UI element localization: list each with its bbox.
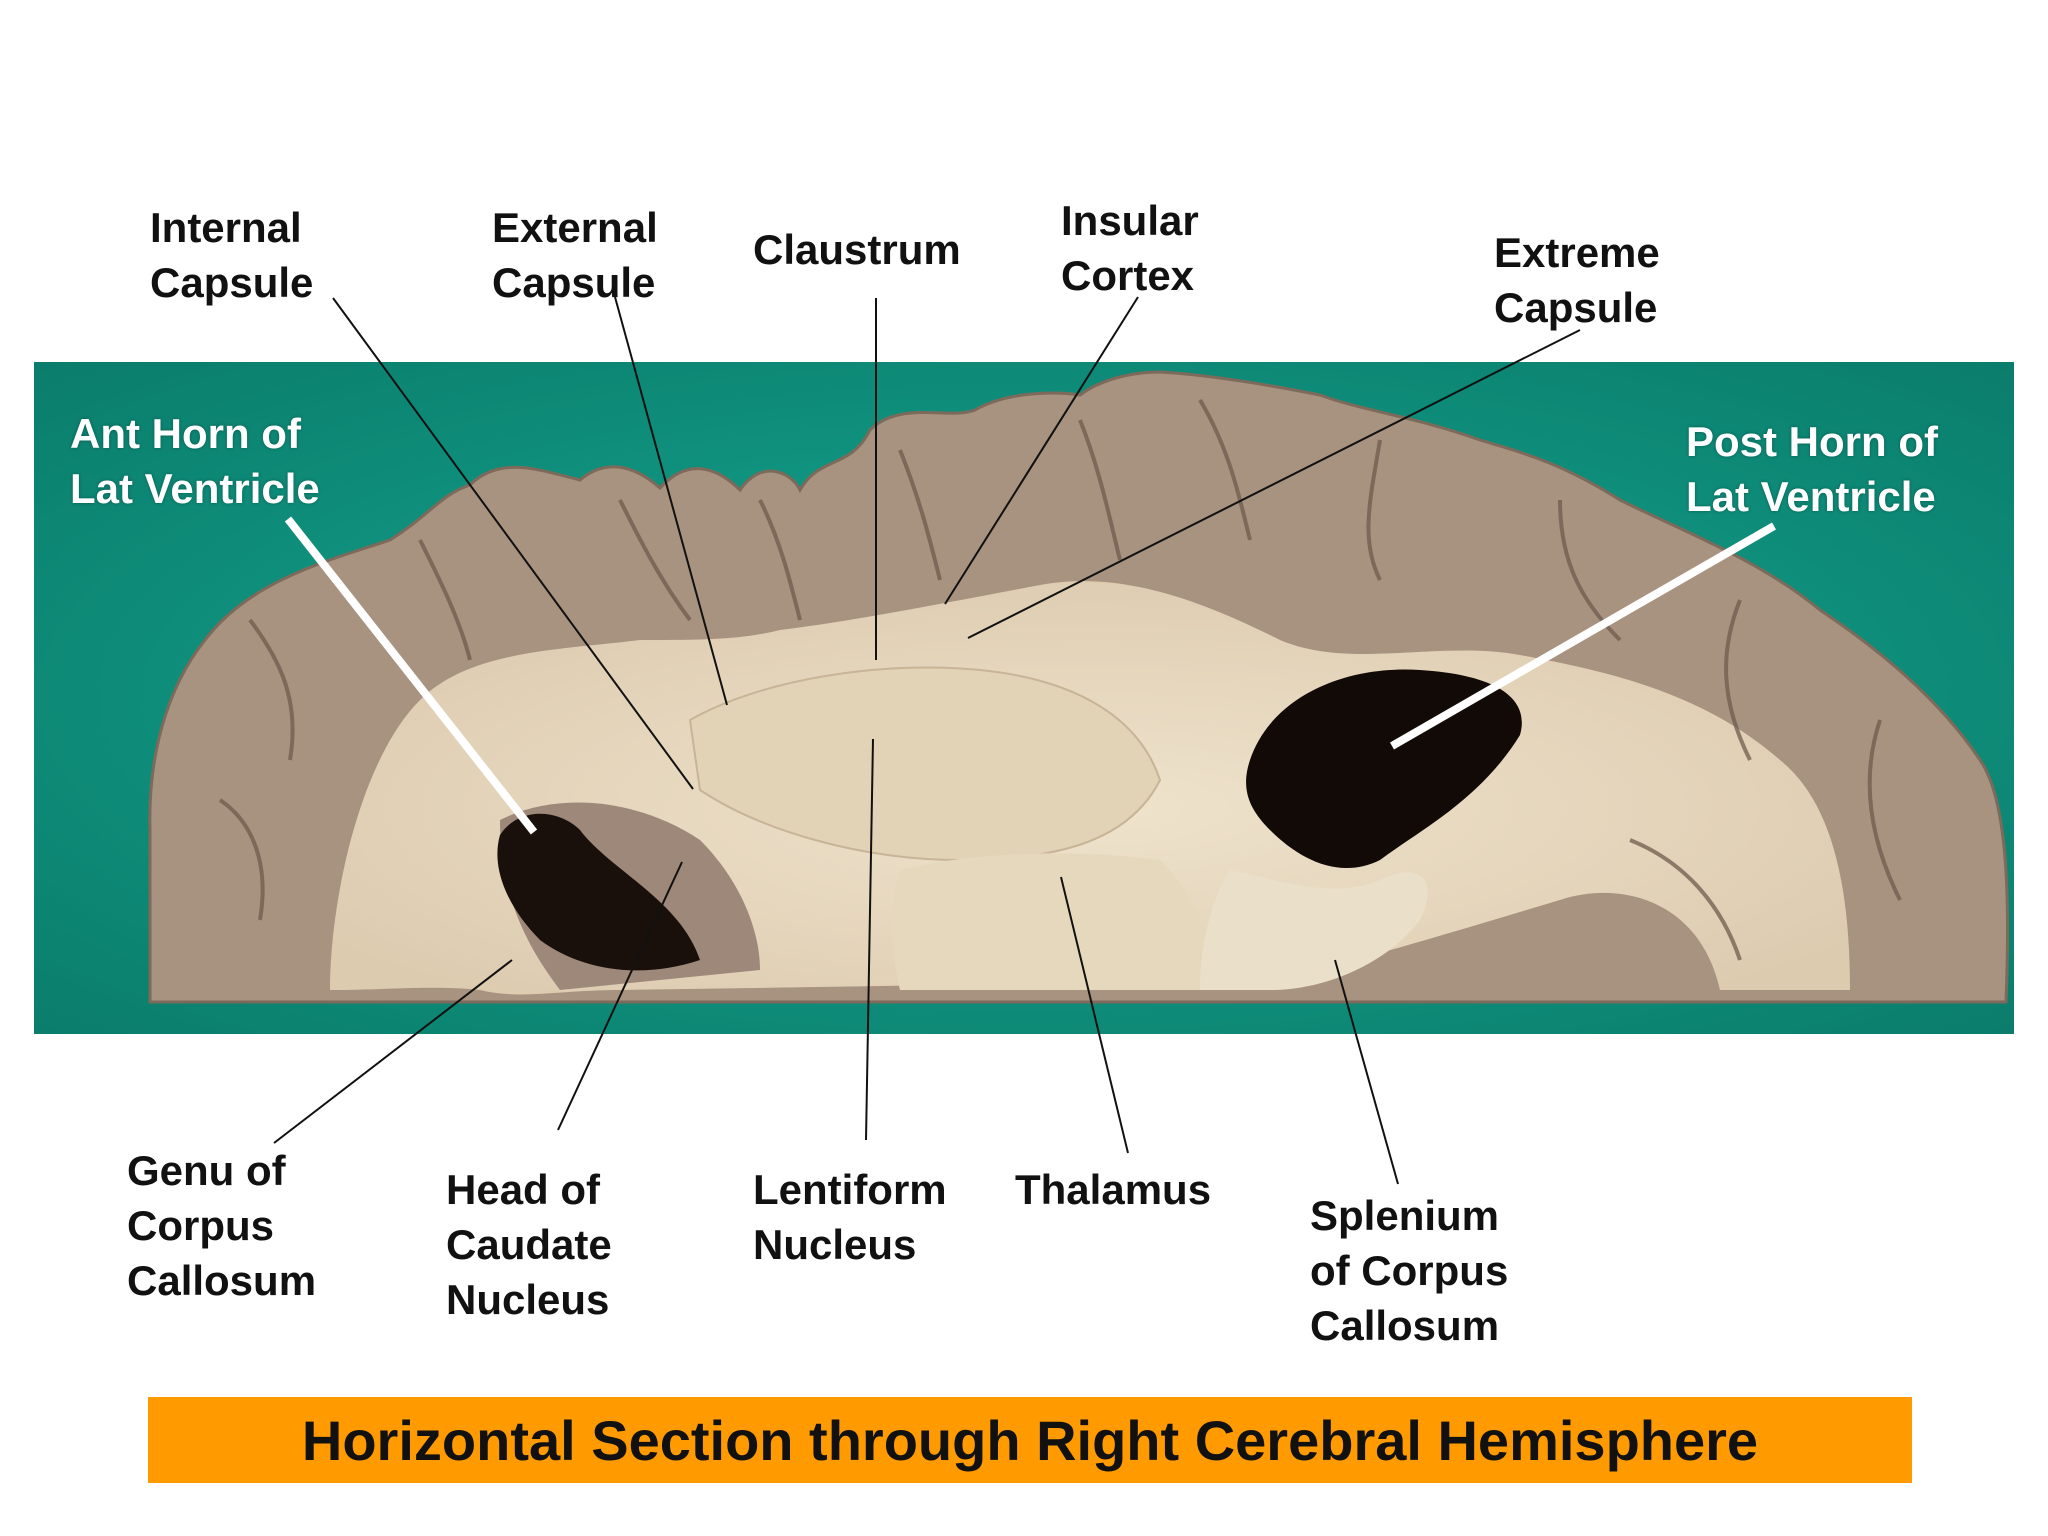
label-extreme-capsule: Extreme Capsule [1494,229,1660,331]
label-genu: Genu of Corpus Callosum [127,1147,317,1304]
label-lentiform: Lentiform Nucleus [753,1166,947,1268]
splenium-region [1200,870,1428,990]
lentiform-region [688,666,1162,862]
leader-insular-cortex [944,296,1139,605]
leader-genu [273,959,513,1144]
leader-splenium [1334,959,1399,1185]
page-title: Horizontal Section through Right Cerebra… [301,1408,1759,1472]
leader-external-capsule [614,296,728,706]
title-banner: Horizontal Section through Right Cerebra… [148,1397,1912,1483]
label-claustrum: Claustrum [753,226,961,273]
gyri-pattern [218,398,1902,961]
thalamus-region [892,853,1213,990]
label-head-caudate: Head of Caudate Nucleus [446,1166,612,1323]
label-external-capsule: External Capsule [492,204,658,306]
label-insular-cortex: Insular Cortex [1061,197,1199,299]
leader-internal-capsule [332,297,694,790]
label-splenium: Splenium of Corpus Callosum [1310,1192,1509,1349]
pointer-post-horn [1390,522,1776,750]
label-post-horn: Post Horn of Lat Ventricle [1686,418,1938,520]
label-thalamus: Thalamus [1015,1166,1212,1213]
label-internal-capsule: Internal Capsule [150,204,314,306]
leader-lines [273,296,1581,1185]
leader-thalamus [1060,876,1129,1154]
label-ant-horn: Ant Horn of Lat Ventricle [70,410,320,512]
leader-head-caudate [557,861,683,1131]
white-pointers [284,516,1776,835]
leader-extreme-capsule [967,329,1581,639]
posterior-horn-ventricle [1246,669,1522,869]
leader-lentiform [865,738,874,1141]
pointer-ant-horn [284,516,538,835]
